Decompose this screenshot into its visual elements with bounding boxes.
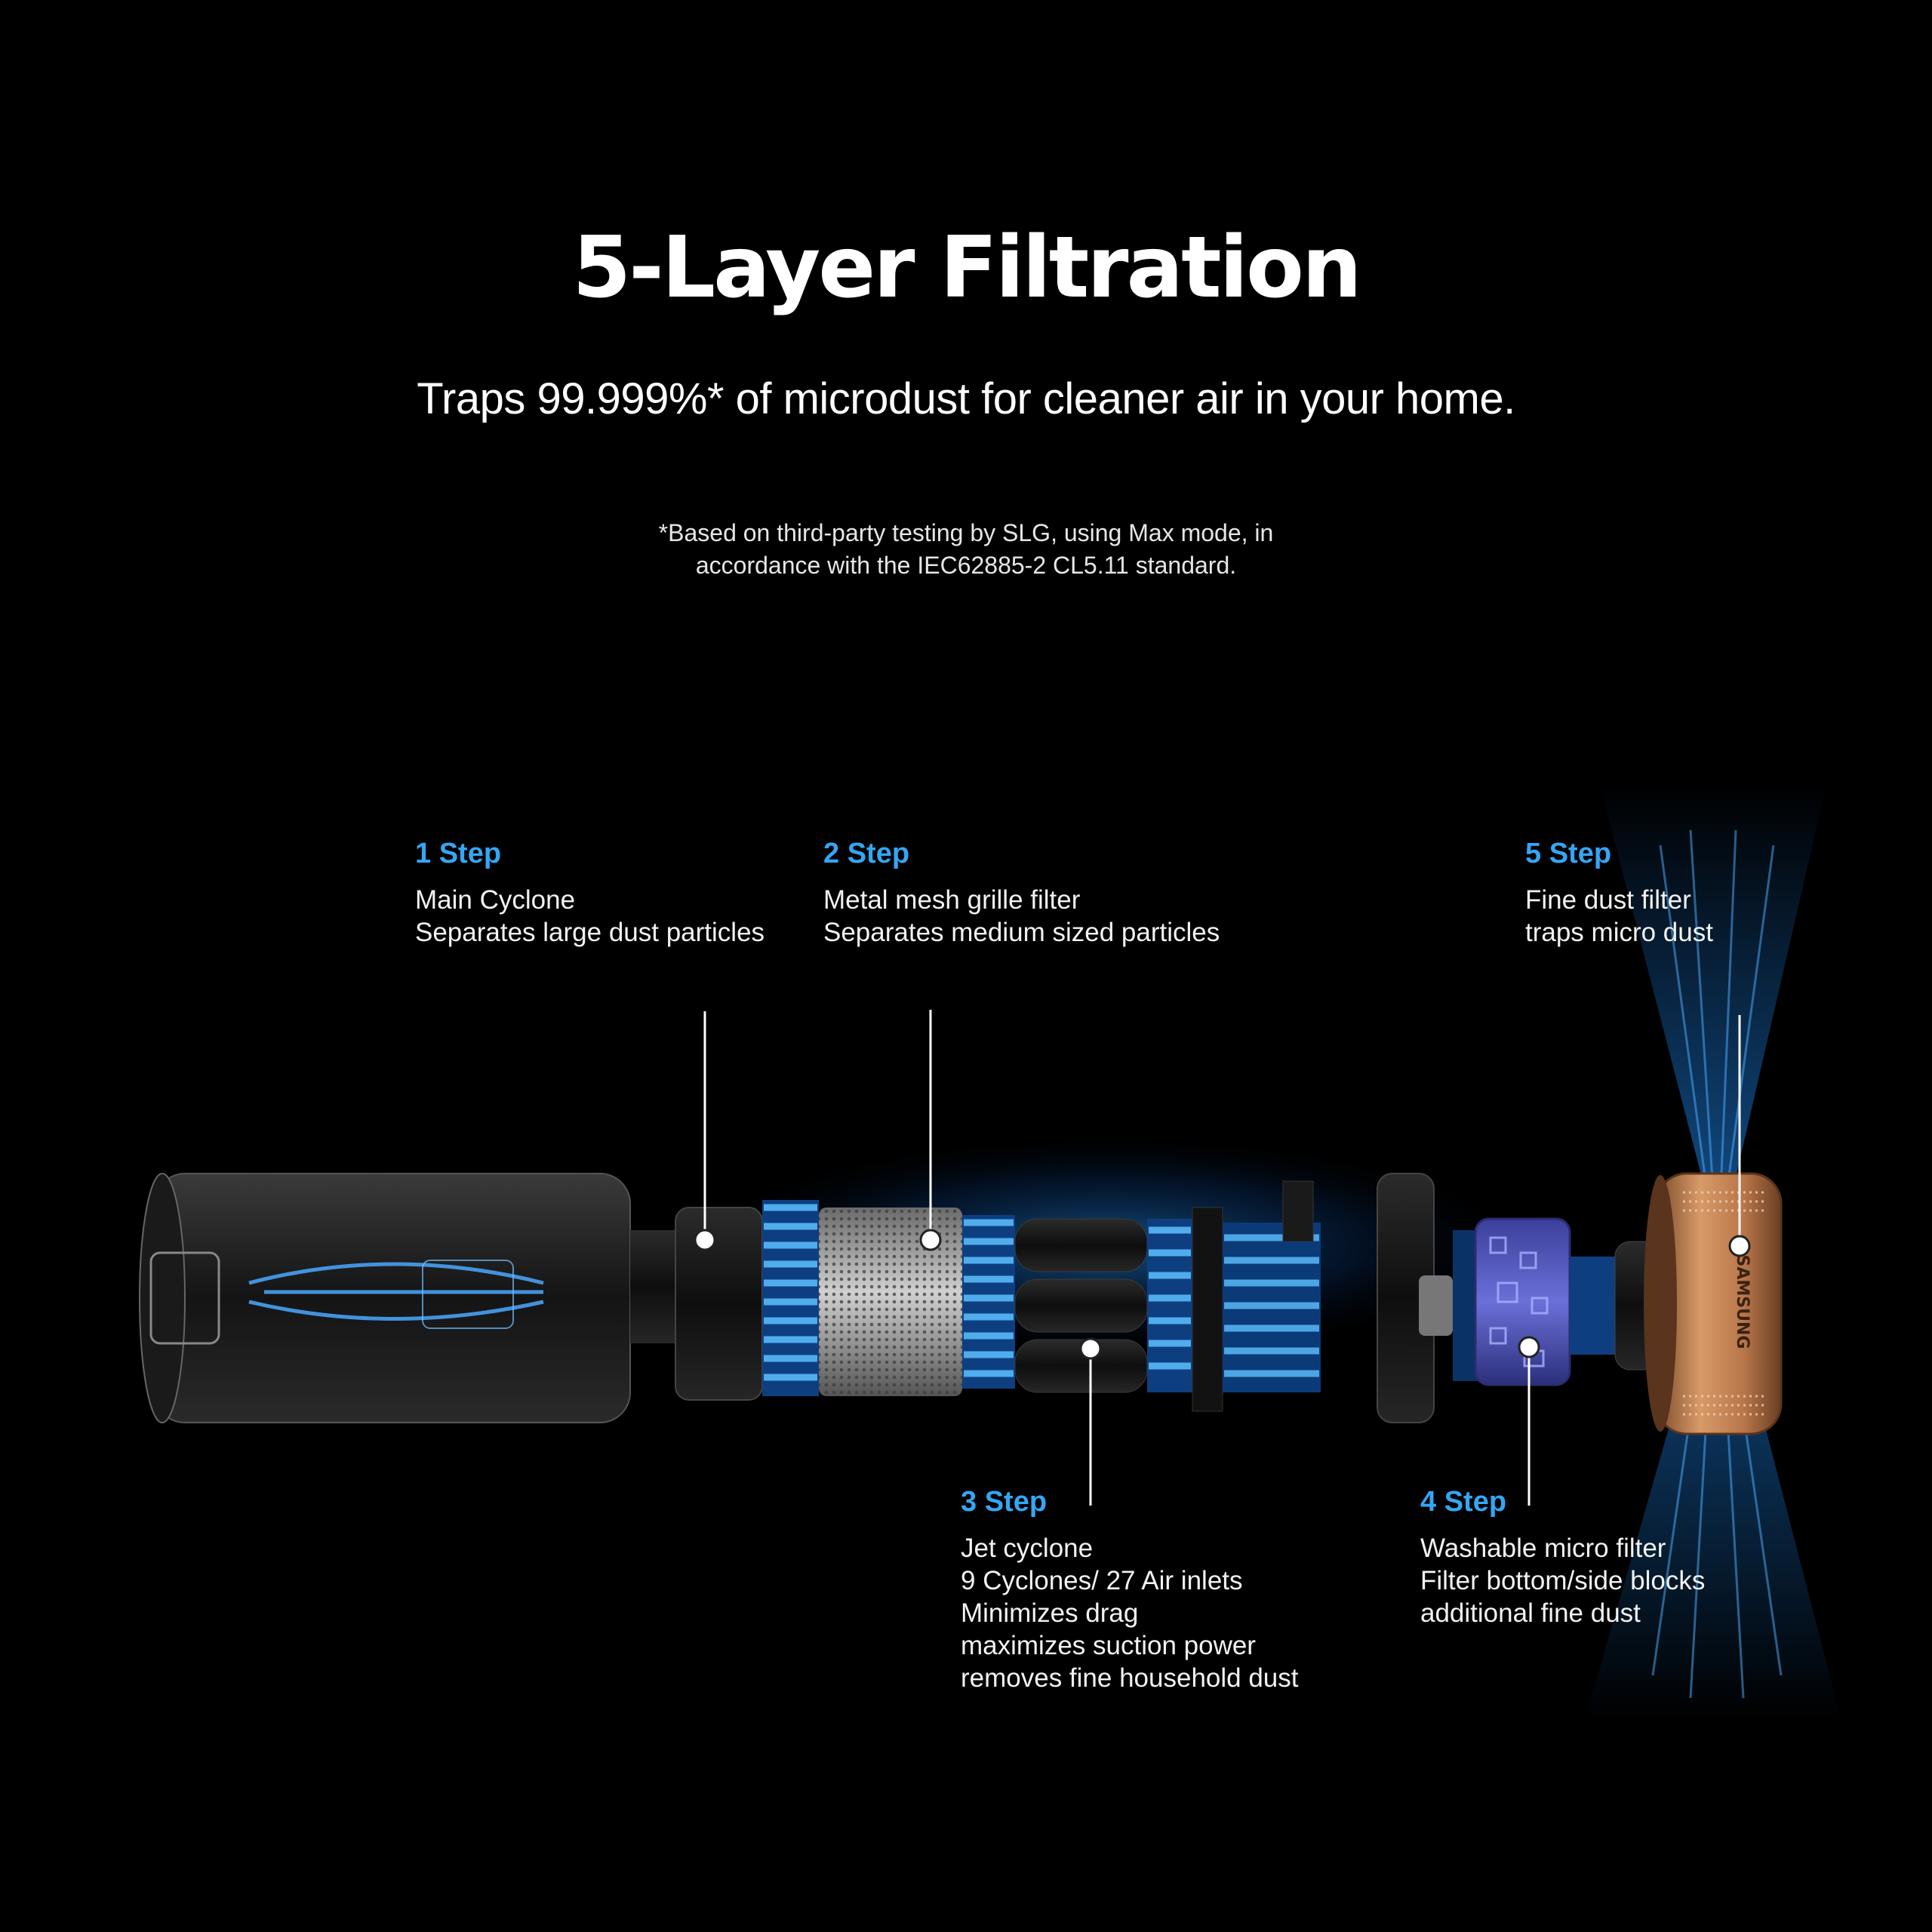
step-text: Metal mesh grille filter (823, 885, 1081, 915)
step-text: Filter bottom/side blocks (1420, 1566, 1706, 1595)
footnote-line: accordance with the IEC62885-2 CL5.11 st… (695, 552, 1237, 579)
metal-mesh-filter-part (819, 1208, 962, 1396)
page-subtitle: Traps 99.999%* of microdust for cleaner … (417, 374, 1515, 423)
step-text: removes fine household dust (961, 1663, 1299, 1693)
samsung-logo-text: SAMSUNG (1733, 1255, 1752, 1349)
step-5-callout: 5 Step Fine dust filter traps micro dust (1525, 838, 1713, 949)
airflow-band (962, 1215, 1015, 1389)
micro-filter-part (1474, 1217, 1571, 1386)
step-title: 2 Step (823, 838, 910, 869)
step-text: Washable micro filter (1420, 1534, 1666, 1563)
step-title: 3 Step (961, 1486, 1048, 1518)
fine-dust-filter-part (1570, 1172, 1783, 1435)
exhaust-airflow (1585, 785, 1841, 1721)
step-text: Fine dust filter (1525, 885, 1691, 915)
leader-lines (694, 1010, 1751, 1506)
footnote-line: *Based on third-party testing by SLG, us… (658, 519, 1274, 546)
airflow-band (762, 1200, 819, 1396)
step-text: Separates medium sized particles (823, 918, 1220, 947)
step-text: Minimizes drag (961, 1598, 1139, 1628)
step-text: Jet cyclone (961, 1534, 1094, 1563)
page-title: 5-Layer Filtration (572, 219, 1361, 317)
step-text: maximizes suction power (961, 1631, 1256, 1660)
dust-bin (139, 1173, 631, 1423)
step-text: additional fine dust (1420, 1598, 1641, 1628)
step-3-callout: 3 Step Jet cyclone 9 Cyclones/ 27 Air in… (961, 1486, 1299, 1694)
step-title: 5 Step (1525, 838, 1612, 869)
step-1-callout: 1 Step Main Cyclone Separates large dust… (415, 838, 764, 949)
step-text: traps micro dust (1525, 918, 1713, 947)
step-2-callout: 2 Step Metal mesh grille filter Separate… (823, 838, 1220, 949)
footnote: *Based on third-party testing by SLG, us… (0, 517, 1932, 582)
samsung-logo: SAMSUNG (1733, 1255, 1752, 1349)
step-text: Separates large dust particles (415, 918, 765, 947)
step-title: 1 Step (415, 838, 502, 869)
step-4-callout: 4 Step Washable micro filter Filter bott… (1420, 1486, 1705, 1629)
jet-cyclone-part (1014, 1207, 1321, 1412)
main-cyclone-part (630, 1207, 763, 1401)
step-text: Main Cyclone (415, 885, 576, 915)
step-text: 9 Cyclones/ 27 Air inlets (961, 1566, 1243, 1595)
step-title: 4 Step (1420, 1486, 1507, 1518)
